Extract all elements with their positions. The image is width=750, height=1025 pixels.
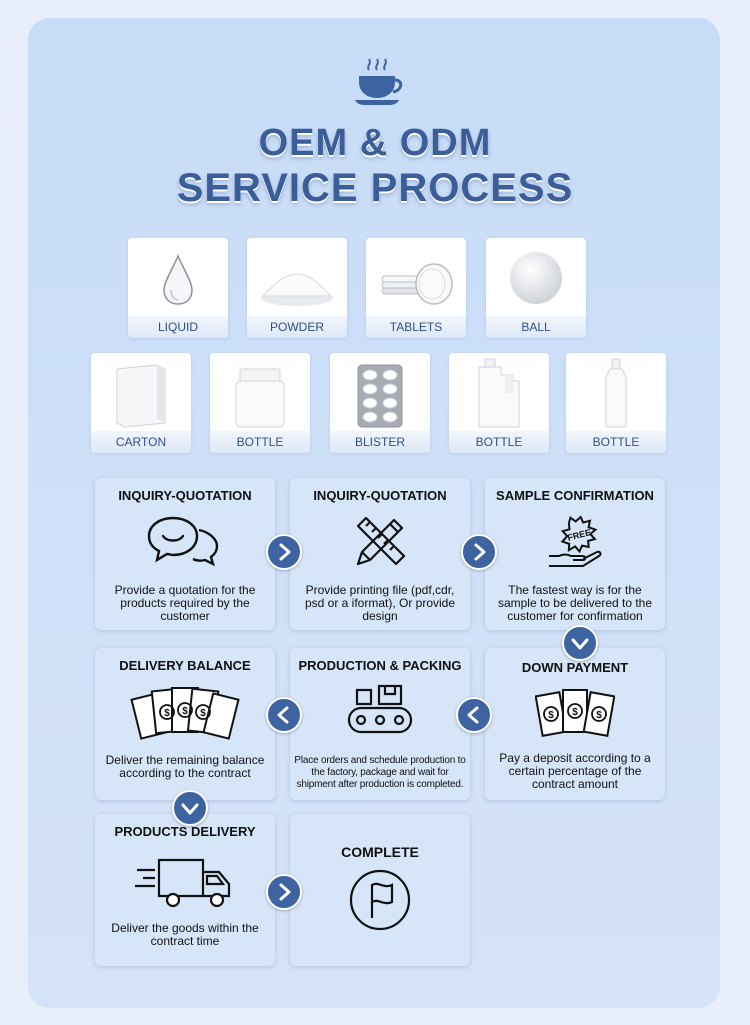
arrow-right-icon (461, 534, 497, 570)
step-title: DELIVERY BALANCE (119, 658, 251, 673)
design-tools-icon (356, 516, 406, 566)
step-description: Provide printing file (pdf,cdr, psd or a… (304, 583, 456, 623)
packaging-label: BOTTLE (210, 431, 310, 453)
step-inquiry-quotation-design: INQUIRY-QUOTATION Provide printing file … (290, 478, 470, 630)
form-label: POWDER (247, 316, 347, 338)
money-bills-icon: $ $ $ (535, 689, 615, 737)
step-description: Place orders and schedule production to … (294, 755, 466, 790)
arrow-right-icon (266, 874, 302, 910)
arrow-down-icon (562, 625, 598, 661)
step-title: PRODUCTS DELIVERY (114, 824, 256, 839)
arrow-left-icon (266, 697, 302, 733)
step-description: The fastest way is for the sample to be … (497, 583, 653, 623)
tablets-icon (381, 263, 453, 305)
money-fan-icon: $ $ $ (130, 687, 240, 740)
form-tile-liquid: LIQUID (128, 238, 228, 338)
step-complete: COMPLETE (290, 814, 470, 966)
slim-bottle-icon (605, 358, 627, 428)
ball-icon (510, 252, 562, 304)
powder-pile-icon (261, 273, 333, 306)
chat-bubbles-icon (147, 516, 219, 567)
svg-text:$: $ (572, 707, 578, 718)
step-products-delivery: PRODUCTS DELIVERY Deliver the goods with… (95, 814, 275, 966)
arrow-down-icon (172, 790, 208, 826)
step-title: PRODUCTION & PACKING (298, 658, 462, 673)
blister-pack-icon (357, 364, 403, 428)
packaging-label: BOTTLE (449, 431, 549, 453)
form-tile-powder: POWDER (247, 238, 347, 338)
packaging-tile-blister: BLISTER (330, 353, 430, 453)
packaging-label: CARTON (91, 431, 191, 453)
svg-text:$: $ (596, 710, 602, 721)
svg-text:$: $ (164, 708, 170, 719)
coffee-cup-icon (355, 58, 403, 105)
carton-box-icon (116, 364, 166, 428)
form-tile-ball: BALL (486, 238, 586, 338)
arrow-right-icon (266, 534, 302, 570)
svg-text:$: $ (200, 708, 206, 719)
step-title: INQUIRY-QUOTATION (313, 488, 447, 503)
step-title: COMPLETE (341, 844, 419, 860)
step-description: Deliver the goods within the contract ti… (111, 921, 259, 948)
form-tile-tablets: TABLETS (366, 238, 466, 338)
packaging-label: BOTTLE (566, 431, 666, 453)
form-label: LIQUID (128, 316, 228, 338)
packaging-tile-bottle-2: BOTTLE (449, 353, 549, 453)
handle-bottle-icon (478, 358, 520, 428)
title-line-2: SERVICE PROCESS (176, 166, 574, 210)
step-sample-confirmation: SAMPLE CONFIRMATION FREE The fastest way… (485, 478, 665, 630)
delivery-truck-icon (135, 858, 231, 908)
free-sample-hand-icon: FREE (549, 515, 602, 567)
flag-icon (349, 869, 411, 931)
packaging-label: BLISTER (330, 431, 430, 453)
liquid-drop-icon (163, 254, 193, 305)
packaging-tile-bottle-1: BOTTLE (210, 353, 310, 453)
packaging-tile-bottle-3: BOTTLE (566, 353, 666, 453)
step-title: DOWN PAYMENT (521, 660, 629, 675)
form-label: TABLETS (366, 316, 466, 338)
step-description: Provide a quotation for the products req… (114, 583, 256, 623)
step-delivery-balance: DELIVERY BALANCE $ $ $ Deliver the remaini… (95, 648, 275, 800)
step-inquiry-quotation: INQUIRY-QUOTATION Provide a quotation fo… (95, 478, 275, 630)
step-title: INQUIRY-QUOTATION (118, 488, 252, 503)
step-down-payment: DOWN PAYMENT $ $ $ Pay a deposit according… (485, 648, 665, 800)
title-line-1: OEM & ODM (258, 122, 492, 164)
packaging-tile-carton: CARTON (91, 353, 191, 453)
step-description: Deliver the remaining balance according … (105, 753, 265, 780)
step-description: Pay a deposit according to a certain per… (499, 751, 651, 791)
svg-text:$: $ (548, 710, 554, 721)
arrow-left-icon (456, 697, 492, 733)
form-label: BALL (486, 316, 586, 338)
svg-text:$: $ (182, 706, 188, 717)
step-title: SAMPLE CONFIRMATION (496, 488, 654, 503)
conveyor-belt-icon (347, 684, 413, 734)
wide-jar-icon (235, 368, 285, 428)
step-production-packing: PRODUCTION & PACKING Place orders and sc… (290, 648, 470, 800)
